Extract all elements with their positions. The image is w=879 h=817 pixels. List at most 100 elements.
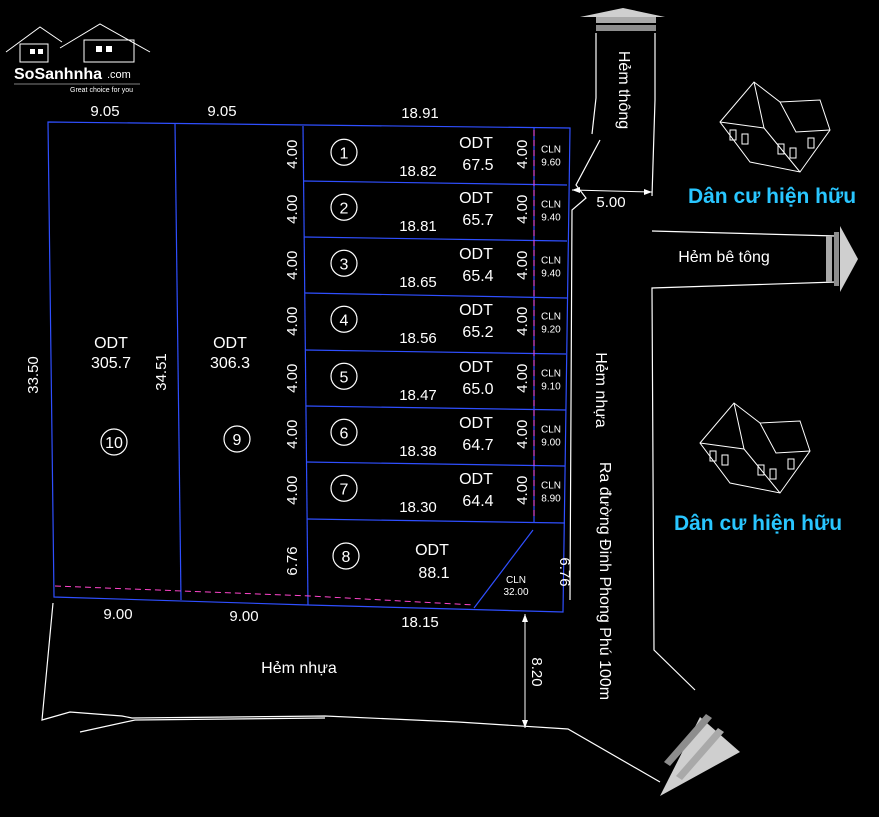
lot-area: 65.2 xyxy=(462,324,493,341)
left-dim-lot9: 34.51 xyxy=(153,353,170,391)
logo-house-icon xyxy=(5,23,151,63)
road-hem-thong: Hẻm thông xyxy=(615,51,632,129)
lot-length: 18.81 xyxy=(399,218,437,235)
left-dim-lot10: 33.50 xyxy=(25,356,42,394)
bottom-dim-lot8: 18.15 xyxy=(401,614,439,631)
lot-length: 18.47 xyxy=(399,387,437,404)
residential-label-2: Dân cư hiện hữu xyxy=(674,512,842,535)
road-width-top: 5.00 xyxy=(571,187,653,211)
lot-9[interactable]: ODT 306.3 9 xyxy=(210,335,251,453)
lot-use: ODT xyxy=(459,359,493,376)
top-dim-lot9: 9.05 xyxy=(207,103,236,120)
residential-label-1: Dân cư hiện hữu xyxy=(688,185,856,208)
lot-cln-width: 4.00 xyxy=(514,251,531,280)
lot-10-use: ODT xyxy=(94,335,128,352)
lot-8[interactable]: 6.76 8 ODT 88.1 CLN 32.00 6.76 xyxy=(284,542,573,598)
top-dim-lots: 18.91 xyxy=(401,105,439,122)
lot-number-circle xyxy=(330,474,358,502)
lot-8-cln-label: CLN xyxy=(506,575,526,586)
logo[interactable]: SoSanhnha .com Great choice for you xyxy=(5,23,151,94)
road-ra-duong: Ra đường Đinh Phong Phú 100m xyxy=(596,462,613,700)
lot-area: 64.4 xyxy=(462,493,493,510)
lot-width: 4.00 xyxy=(284,251,301,280)
lot-cln-area: 9.40 xyxy=(541,268,561,279)
lot-width: 4.00 xyxy=(284,307,301,336)
lot-cln-label: CLN xyxy=(541,199,561,210)
lot-number-circle xyxy=(330,193,358,221)
lot-10-number: 10 xyxy=(105,435,123,452)
lot-cln-label: CLN xyxy=(541,424,561,435)
house-icon xyxy=(719,81,831,173)
lot-length: 18.30 xyxy=(399,499,437,516)
southeast-arrow-icon xyxy=(660,714,740,796)
lot-area: 65.0 xyxy=(462,381,493,398)
lot-cln-label: CLN xyxy=(541,311,561,322)
lot-8-area: 88.1 xyxy=(418,565,449,582)
lot-cln-area: 9.10 xyxy=(541,381,561,392)
lot-area: 67.5 xyxy=(462,157,493,174)
lot-cln-label: CLN xyxy=(541,368,561,379)
lot-use: ODT xyxy=(459,190,493,207)
north-arrow-icon xyxy=(580,8,665,31)
lot-number: 6 xyxy=(340,425,349,442)
lot-length: 18.38 xyxy=(399,443,437,460)
lot-number-circle xyxy=(330,249,358,277)
lot-width: 4.00 xyxy=(284,420,301,449)
lot-cln-width: 4.00 xyxy=(514,420,531,449)
lot-6[interactable]: 4.00 6 ODT 64.7 18.38 4.00 CLN 9.00 xyxy=(284,415,561,460)
bottom-dim-lot9: 9.00 xyxy=(229,608,258,625)
lot-number-circle xyxy=(330,418,358,446)
lot-width: 4.00 xyxy=(284,476,301,505)
lot-area: 64.7 xyxy=(462,437,493,454)
lot-cln-label: CLN xyxy=(541,255,561,266)
lot-length: 18.65 xyxy=(399,274,437,291)
setback-lines xyxy=(54,130,535,606)
lot-use: ODT xyxy=(459,415,493,432)
lot-length: 18.82 xyxy=(399,163,437,180)
lot-number-circle xyxy=(330,138,358,166)
lot-8-side: 6.76 xyxy=(556,557,573,586)
lot-cln-width: 4.00 xyxy=(514,364,531,393)
lot-9-number: 9 xyxy=(233,432,242,449)
lot-width: 4.00 xyxy=(284,195,301,224)
lot-number-circle xyxy=(330,362,358,390)
lot-9-use: ODT xyxy=(213,335,247,352)
lot-use: ODT xyxy=(459,302,493,319)
lot-10-area: 305.7 xyxy=(91,355,131,372)
lot-cln-width: 4.00 xyxy=(514,307,531,336)
lot-cln-width: 4.00 xyxy=(514,140,531,169)
lot-number: 2 xyxy=(340,200,349,217)
lot-number: 3 xyxy=(340,256,349,273)
road-hem-be-tong: Hẻm bê tông xyxy=(678,249,770,266)
lot-cln-area: 9.20 xyxy=(541,324,561,335)
lot-use: ODT xyxy=(459,246,493,263)
road-hem-nhua-right: Hẻm nhựa xyxy=(592,352,609,428)
lot-cln-width: 4.00 xyxy=(514,195,531,224)
lot-width: 4.00 xyxy=(284,364,301,393)
road-hem-nhua-bottom: Hẻm nhựa xyxy=(261,660,337,677)
lot-cln-area: 9.60 xyxy=(541,157,561,168)
lot-8-use: ODT xyxy=(415,542,449,559)
logo-text: SoSanhnha xyxy=(14,66,102,83)
lot-cln-width: 4.00 xyxy=(514,476,531,505)
road-width-bottom: 8.20 xyxy=(522,614,545,728)
lot-cln-label: CLN xyxy=(541,144,561,155)
lot-cln-label: CLN xyxy=(541,480,561,491)
road-width-top-label: 5.00 xyxy=(596,194,625,211)
lot-length: 18.56 xyxy=(399,330,437,347)
lot-cln-area: 9.00 xyxy=(541,437,561,448)
lot-10[interactable]: ODT 305.7 10 xyxy=(91,335,131,456)
top-dim-lot10: 9.05 xyxy=(90,103,119,120)
lot-number: 5 xyxy=(340,369,349,386)
lot-5[interactable]: 4.00 5 ODT 65.0 18.47 4.00 CLN 9.10 xyxy=(284,359,561,404)
lot-area: 65.4 xyxy=(462,268,493,285)
lot-3[interactable]: 4.00 3 ODT 65.4 18.65 4.00 CLN 9.40 xyxy=(284,246,561,291)
road-outlines xyxy=(41,33,837,783)
lot-number-circle xyxy=(330,305,358,333)
